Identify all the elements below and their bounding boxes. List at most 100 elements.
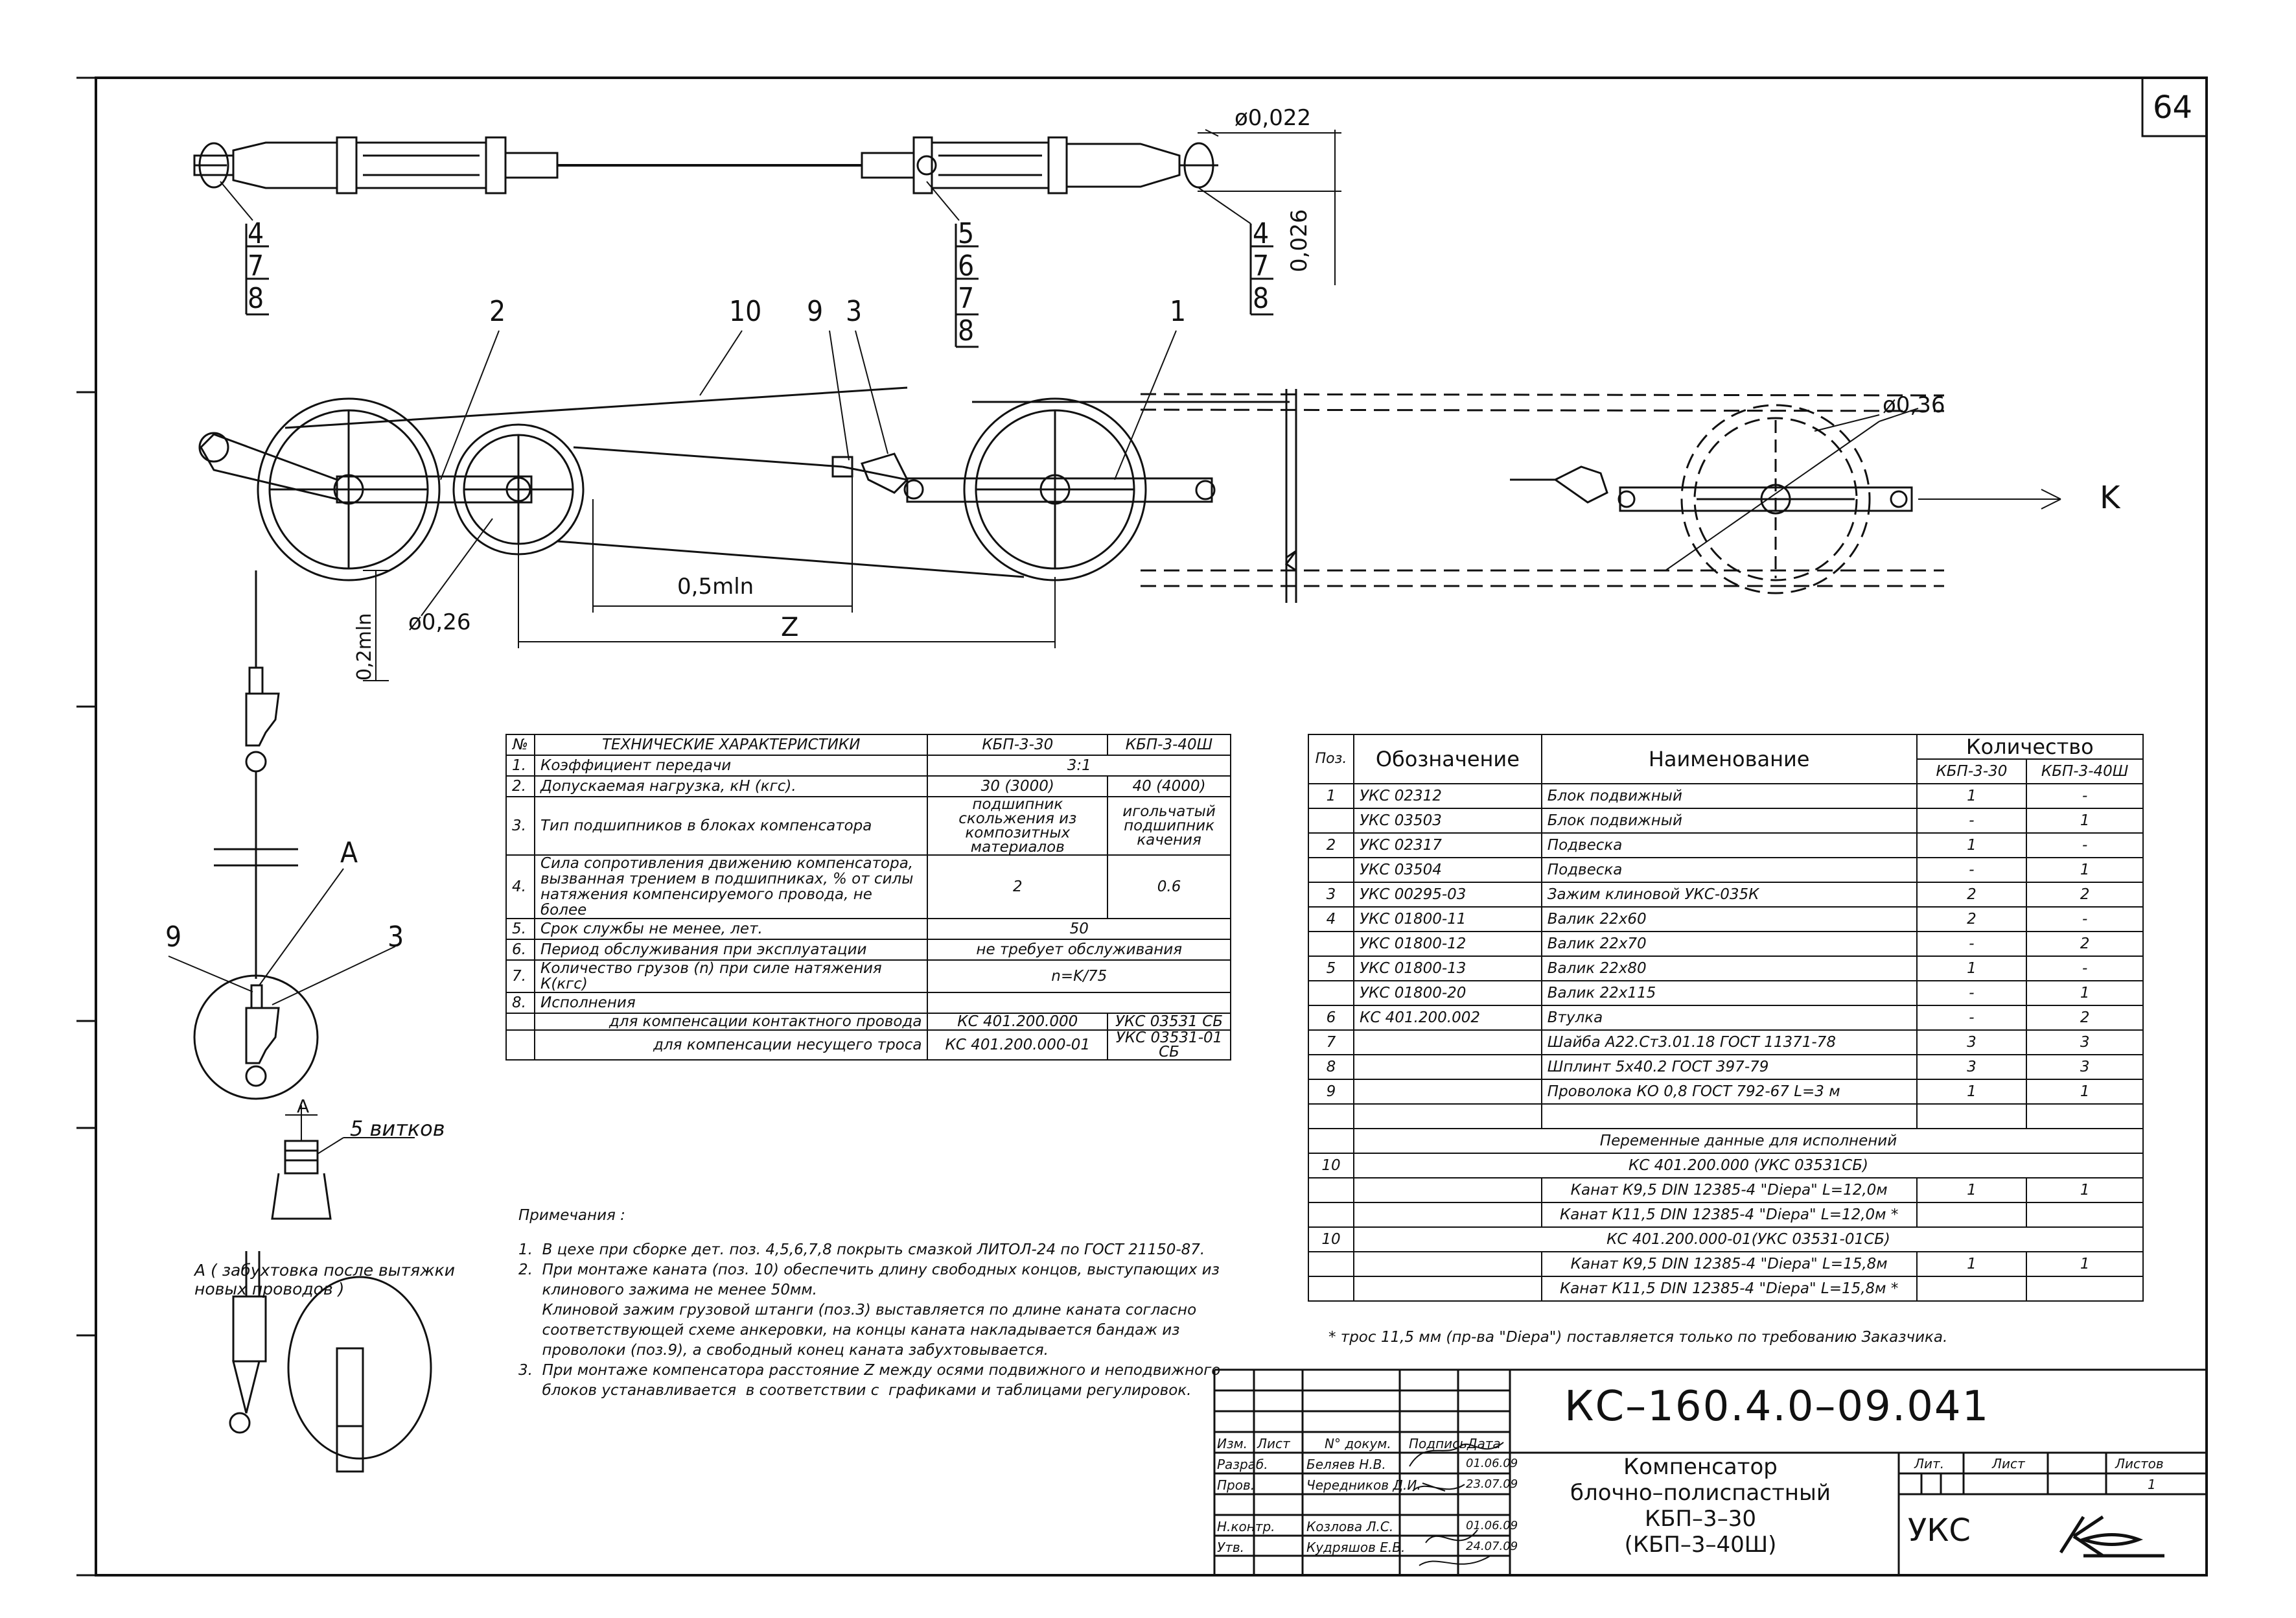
dim-pulley-left: ø0,26 — [408, 609, 471, 635]
dim-top-height: 0,026 — [1286, 209, 1312, 272]
callout-top-right-7: 7 — [1253, 250, 1270, 283]
spec-var-name: Канат К9,5 DIN 12385-4 "Diepa" L=15,8м — [1540, 1251, 1918, 1277]
tech-row-name: Коэффициент передачи — [533, 755, 929, 777]
tb-list: Лист — [1992, 1456, 2025, 1471]
tb-role-date: 24.07.09 — [1466, 1540, 1518, 1553]
dim-05: 0,5mln — [677, 574, 754, 600]
spec-q1 — [1916, 1103, 2028, 1129]
spec-q1: 1 — [1916, 1079, 2028, 1105]
spec-var-des-empty — [1352, 1276, 1542, 1302]
callout-main-2: 2 — [489, 295, 506, 328]
tech-row-name: Исполнения — [533, 992, 929, 1014]
callout-main-3: 3 — [846, 295, 863, 328]
spec-header-name: Наименование — [1540, 734, 1918, 784]
spec-pos: 6 — [1308, 1005, 1354, 1031]
spec-q1: 2 — [1916, 906, 2028, 932]
notes-list: 1. В цехе при сборке дет. поз. 4,5,6,7,8… — [518, 1240, 1221, 1401]
tech-row-value: 50 — [927, 918, 1231, 940]
spec-name: Втулка — [1540, 1005, 1918, 1031]
tech-row: 5.Срок службы не менее, лет.50 — [505, 918, 1231, 940]
dim-top-diameter: ø0,022 — [1235, 105, 1312, 131]
tech-row-number: 1. — [505, 755, 535, 777]
spec-var-q2 — [2026, 1202, 2144, 1228]
title-line-2: блочно–полиспастный — [1570, 1480, 1831, 1506]
spec-pos — [1308, 808, 1354, 834]
callout-top-right-8: 8 — [1253, 282, 1270, 315]
tech-row-value-kbp30: 2 — [927, 854, 1109, 919]
note-line: соответствующей схеме анкеровки, на конц… — [518, 1322, 1180, 1339]
sheet-number: 64 — [2153, 89, 2193, 126]
spec-pos: 7 — [1308, 1029, 1354, 1055]
title-line-1: Компенсатор — [1623, 1454, 1778, 1480]
spec-name: Блок подвижный — [1540, 783, 1918, 809]
note-line: 3. При монтаже компенсатора расстояние Z… — [518, 1362, 1221, 1379]
tech-row-value-kbp30: КС 401.200.000-01 — [927, 1029, 1109, 1061]
spec-q1: - — [1916, 980, 2028, 1006]
spec-designation: УКС 01800-20 — [1352, 980, 1542, 1006]
tech-row-number: 3. — [505, 796, 535, 856]
tb-role-date: 23.07.09 — [1466, 1477, 1518, 1491]
spec-name: Шплинт 5х40.2 ГОСТ 397-79 — [1540, 1054, 1918, 1080]
spec-name: Валик 22х80 — [1540, 956, 1918, 981]
tech-row-value-kbp40: 0.6 — [1107, 854, 1231, 919]
callout-top-left-7: 7 — [248, 250, 264, 283]
tech-row-name: Количество грузов (n) при силе натяжения… — [533, 959, 929, 993]
tech-row-name: Период обслуживания при эксплуатации — [533, 939, 929, 961]
callout-top-mid-8: 8 — [958, 314, 975, 347]
spec-q1: - — [1916, 1005, 2028, 1031]
tech-header-cell: КБП-3-40Ш — [1107, 734, 1231, 756]
tech-row-name: Сила сопротивления движению компенсатора… — [533, 854, 929, 919]
spec-var-variant: КС 401.200.000-01(УКС 03531-01СБ) — [1352, 1226, 2144, 1252]
spec-name: Подвеска — [1540, 857, 1918, 883]
organization: УКС — [1908, 1512, 1971, 1549]
spec-header-q2: КБП-3-40Ш — [2026, 758, 2144, 784]
tech-row-value-kbp40: 40 (4000) — [1107, 775, 1231, 797]
spec-q2: 1 — [2026, 1079, 2144, 1105]
tb-role-role: Н.контр. — [1217, 1519, 1275, 1534]
spec-footnote: * трос 11,5 мм (пр-ва "Diepa") поставляе… — [1328, 1329, 1948, 1346]
tech-row-number — [505, 1013, 535, 1031]
tb-lit: Лит. — [1914, 1456, 1945, 1471]
callout-top-mid-6: 6 — [958, 250, 975, 283]
spec-q2: 2 — [2026, 1005, 2144, 1031]
note-line: проволоки (поз.9), а свободный конец кан… — [518, 1342, 1049, 1359]
dashed-rope — [1140, 393, 1945, 594]
spec-q2: 1 — [2026, 980, 2144, 1006]
spec-variable-header-row: Переменные данные для исполнений — [1308, 1128, 2144, 1154]
spec-pos — [1308, 1103, 1354, 1129]
dashed-pulley-parts — [1284, 389, 2061, 603]
spec-var-des-empty — [1352, 1251, 1542, 1277]
spec-q1: - — [1916, 857, 2028, 883]
spec-var-pos — [1308, 1251, 1354, 1277]
spec-pos: 4 — [1308, 906, 1354, 932]
spec-var-q2 — [2026, 1276, 2144, 1302]
tech-row-name: для компенсации контактного провода — [533, 1013, 929, 1031]
tb-role-name: Чередников Д.И. — [1306, 1477, 1421, 1493]
spec-q2 — [2026, 1103, 2144, 1129]
tb-role-role: Разраб. — [1217, 1457, 1268, 1472]
spec-name — [1540, 1103, 1918, 1129]
tb-role-name: Беляев Н.В. — [1306, 1457, 1386, 1472]
spec-q2: - — [2026, 906, 2144, 932]
tech-row-name: Срок службы не менее, лет. — [533, 918, 929, 940]
spec-designation — [1352, 1029, 1542, 1055]
side-assembly — [168, 666, 432, 1473]
spec-var-empty — [1308, 1128, 1354, 1154]
top-assembly — [193, 129, 1341, 285]
spec-var-q1: 1 — [1916, 1251, 2028, 1277]
note-line: Клиновой зажим грузовой штанги (поз.3) в… — [518, 1302, 1197, 1319]
tb-role-role: Утв. — [1217, 1540, 1244, 1555]
tb-role-name: Козлова Л.С. — [1306, 1519, 1394, 1534]
tb-header-doc: N° докум. — [1325, 1436, 1391, 1451]
callout-main-1: 1 — [1170, 295, 1187, 328]
tech-row-number: 8. — [505, 992, 535, 1014]
spec-name: Шайба А22.Ст3.01.18 ГОСТ 11371-78 — [1540, 1029, 1918, 1055]
